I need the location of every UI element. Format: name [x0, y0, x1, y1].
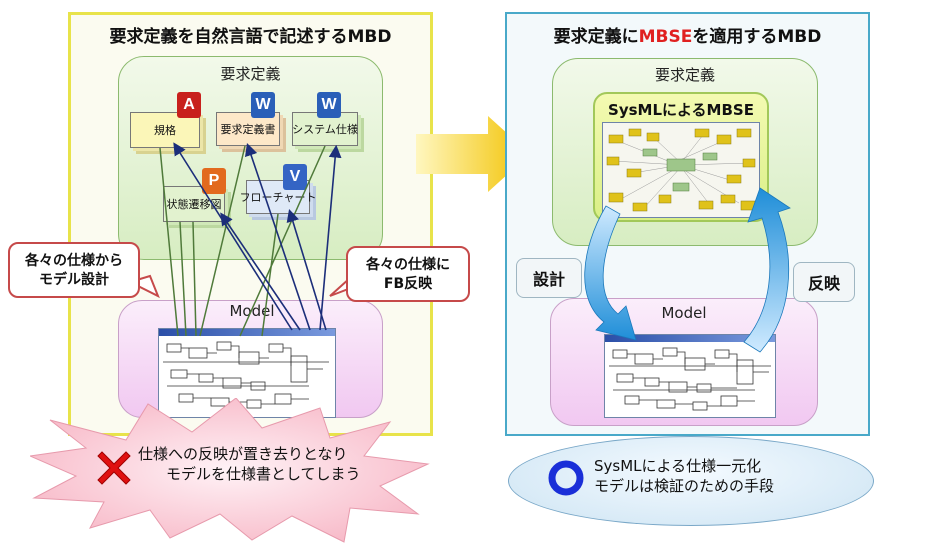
cross-icon [94, 446, 134, 486]
left-title: 要求定義を自然言語で記述するMBD [109, 27, 392, 47]
benefit-ellipse [508, 436, 874, 526]
document-name: フローチャート [239, 191, 317, 204]
document-name: 状態遷移図 [166, 198, 222, 211]
sysml-diagram-icon [606, 128, 756, 212]
tag-design: 設計 [516, 258, 582, 298]
document-name: システム仕様 [292, 123, 358, 136]
document-name: 要求定義書 [220, 123, 276, 136]
problem-line: 仕様への反映が置き去りとなり [138, 445, 348, 463]
callout-line: モデル設計 [39, 272, 109, 288]
benefit-line: モデルは検証のための手段 [594, 477, 775, 495]
block-diagram-icon [609, 347, 771, 411]
pdf-icon: A [177, 92, 201, 118]
right-requirements-label: 要求定義 [654, 66, 715, 84]
callout-feedback-to-spec: 各々の仕様に FB反映 [346, 246, 470, 302]
problem-text: 仕様への反映が置き去りとなり モデルを仕様書としてしまう [138, 444, 361, 484]
sysml-diagram-screenshot [602, 122, 760, 218]
right-title-pre: 要求定義に [553, 27, 639, 47]
problem-starburst [30, 398, 430, 543]
transition-arrow-icon [416, 116, 530, 192]
problem-line: モデルを仕様書としてしまう [166, 465, 361, 483]
circle-ok-icon [546, 458, 586, 498]
left-requirements-label: 要求定義 [220, 65, 281, 83]
benefit-line: SysMLによる仕様一元化 [594, 457, 762, 475]
callout-line: 各々の仕様に [366, 257, 450, 273]
document-state-diagram: 状態遷移図 [163, 186, 225, 222]
left-model-screenshot [158, 328, 336, 418]
visio-icon: V [283, 164, 307, 190]
right-title: 要求定義にMBSEを適用するMBD [505, 22, 870, 47]
word-icon: W [317, 92, 341, 118]
tag-reflect: 反映 [793, 262, 855, 302]
design-arrow-icon [584, 205, 637, 341]
right-model-label: Model [661, 304, 707, 322]
sysml-label: SysMLによるMBSE [608, 101, 754, 119]
callout-line: 各々の仕様から [25, 253, 123, 269]
word-icon: W [251, 92, 275, 118]
right-title-highlight: MBSE [638, 27, 693, 47]
reflect-arrow-icon [743, 187, 791, 353]
right-model-screenshot [604, 334, 776, 418]
callout-line: FB反映 [383, 276, 433, 292]
callout-design-from-spec: 各々の仕様から モデル設計 [8, 242, 140, 298]
powerpoint-icon: P [202, 168, 226, 194]
document-kikaku: 規格 [130, 112, 200, 148]
benefit-text: SysMLによる仕様一元化 モデルは検証のための手段 [594, 456, 774, 496]
right-title-post: を適用するMBD [692, 27, 822, 47]
document-name: 規格 [154, 124, 176, 137]
